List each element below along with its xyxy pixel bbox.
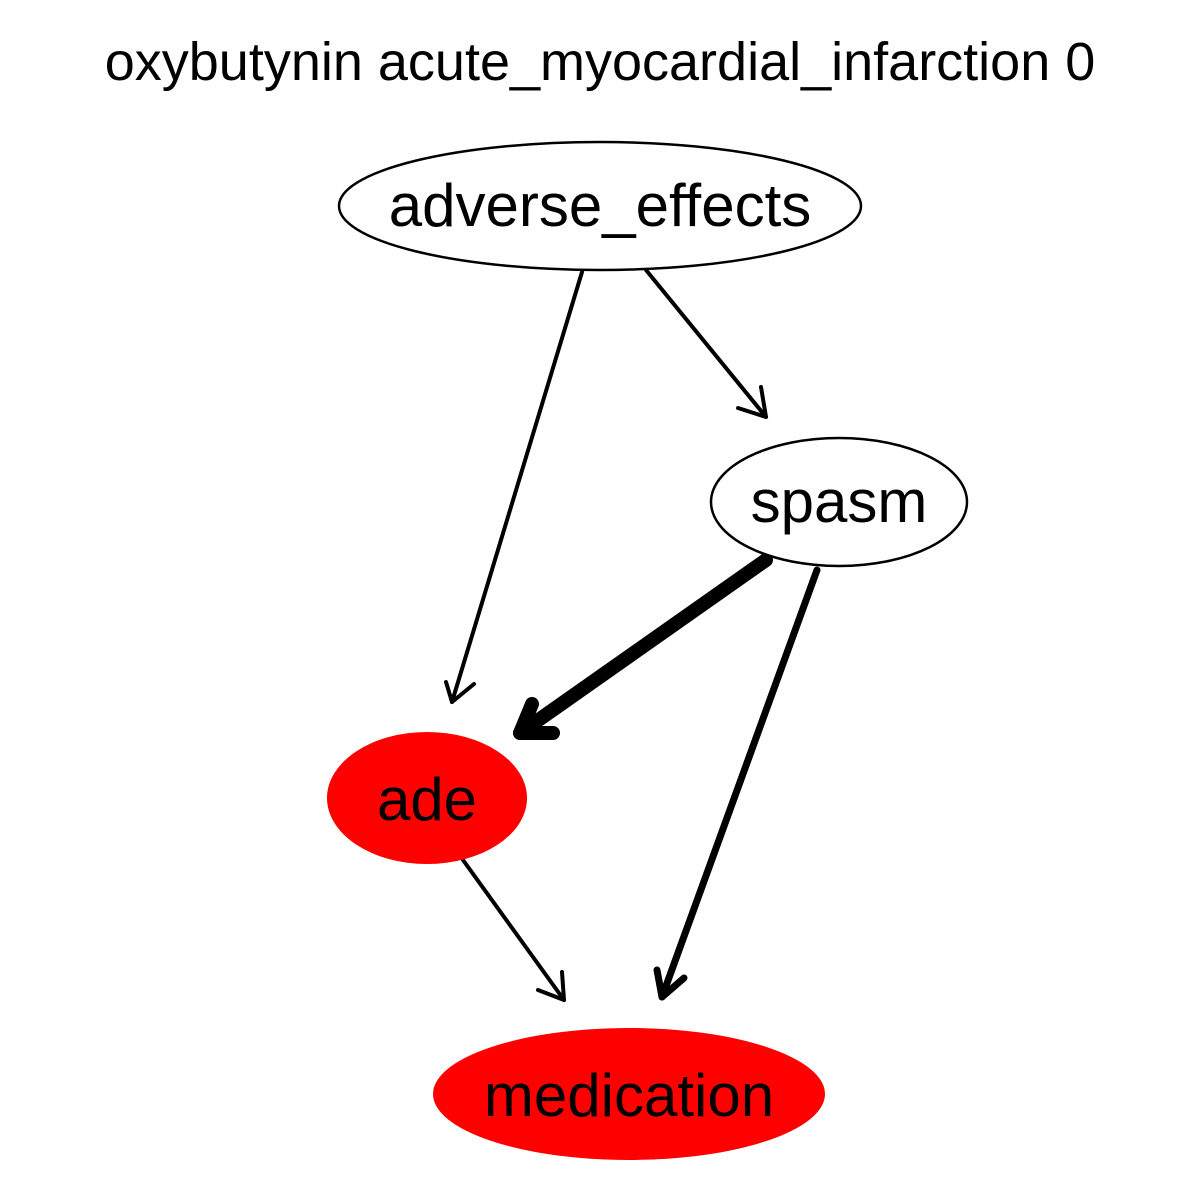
edge-adverse-effects-to-ade <box>444 270 584 704</box>
edge-ade-to-medication <box>461 858 566 1002</box>
node-ellipse <box>709 436 969 568</box>
edge-spasm-to-medication <box>653 566 821 1001</box>
node-adverse-effects: adverse_effects <box>337 140 863 272</box>
node-medication: medication <box>433 1028 825 1160</box>
node-label-medication: medication <box>484 1062 774 1129</box>
edge-spasm-to-ade <box>513 553 773 740</box>
edges-layer <box>444 268 821 1002</box>
arrowhead-icon <box>653 966 688 1001</box>
edge-line <box>450 270 584 704</box>
nodes-layer: adverse_effects spasm ade medication <box>327 140 969 1160</box>
node-label-adverse-effects: adverse_effects <box>389 172 812 239</box>
node-ade: ade <box>327 732 527 864</box>
diagram-title: oxybutynin acute_myocardial_infarction 0 <box>105 32 1096 92</box>
node-label-spasm: spasm <box>751 468 928 535</box>
edge-line <box>644 268 768 419</box>
edge-adverse-effects-to-spasm <box>644 268 768 419</box>
arrowhead-icon <box>444 680 476 704</box>
edge-line <box>461 858 566 1002</box>
node-ellipse <box>337 140 863 272</box>
edge-line <box>513 553 773 740</box>
arrowhead-icon <box>536 970 566 1002</box>
arrowhead-icon <box>736 385 768 419</box>
node-spasm: spasm <box>709 436 969 568</box>
arrowhead-icon <box>513 697 560 740</box>
node-ellipse <box>433 1028 825 1160</box>
node-ellipse <box>327 732 527 864</box>
edge-line <box>658 566 821 1001</box>
node-label-ade: ade <box>377 766 477 833</box>
